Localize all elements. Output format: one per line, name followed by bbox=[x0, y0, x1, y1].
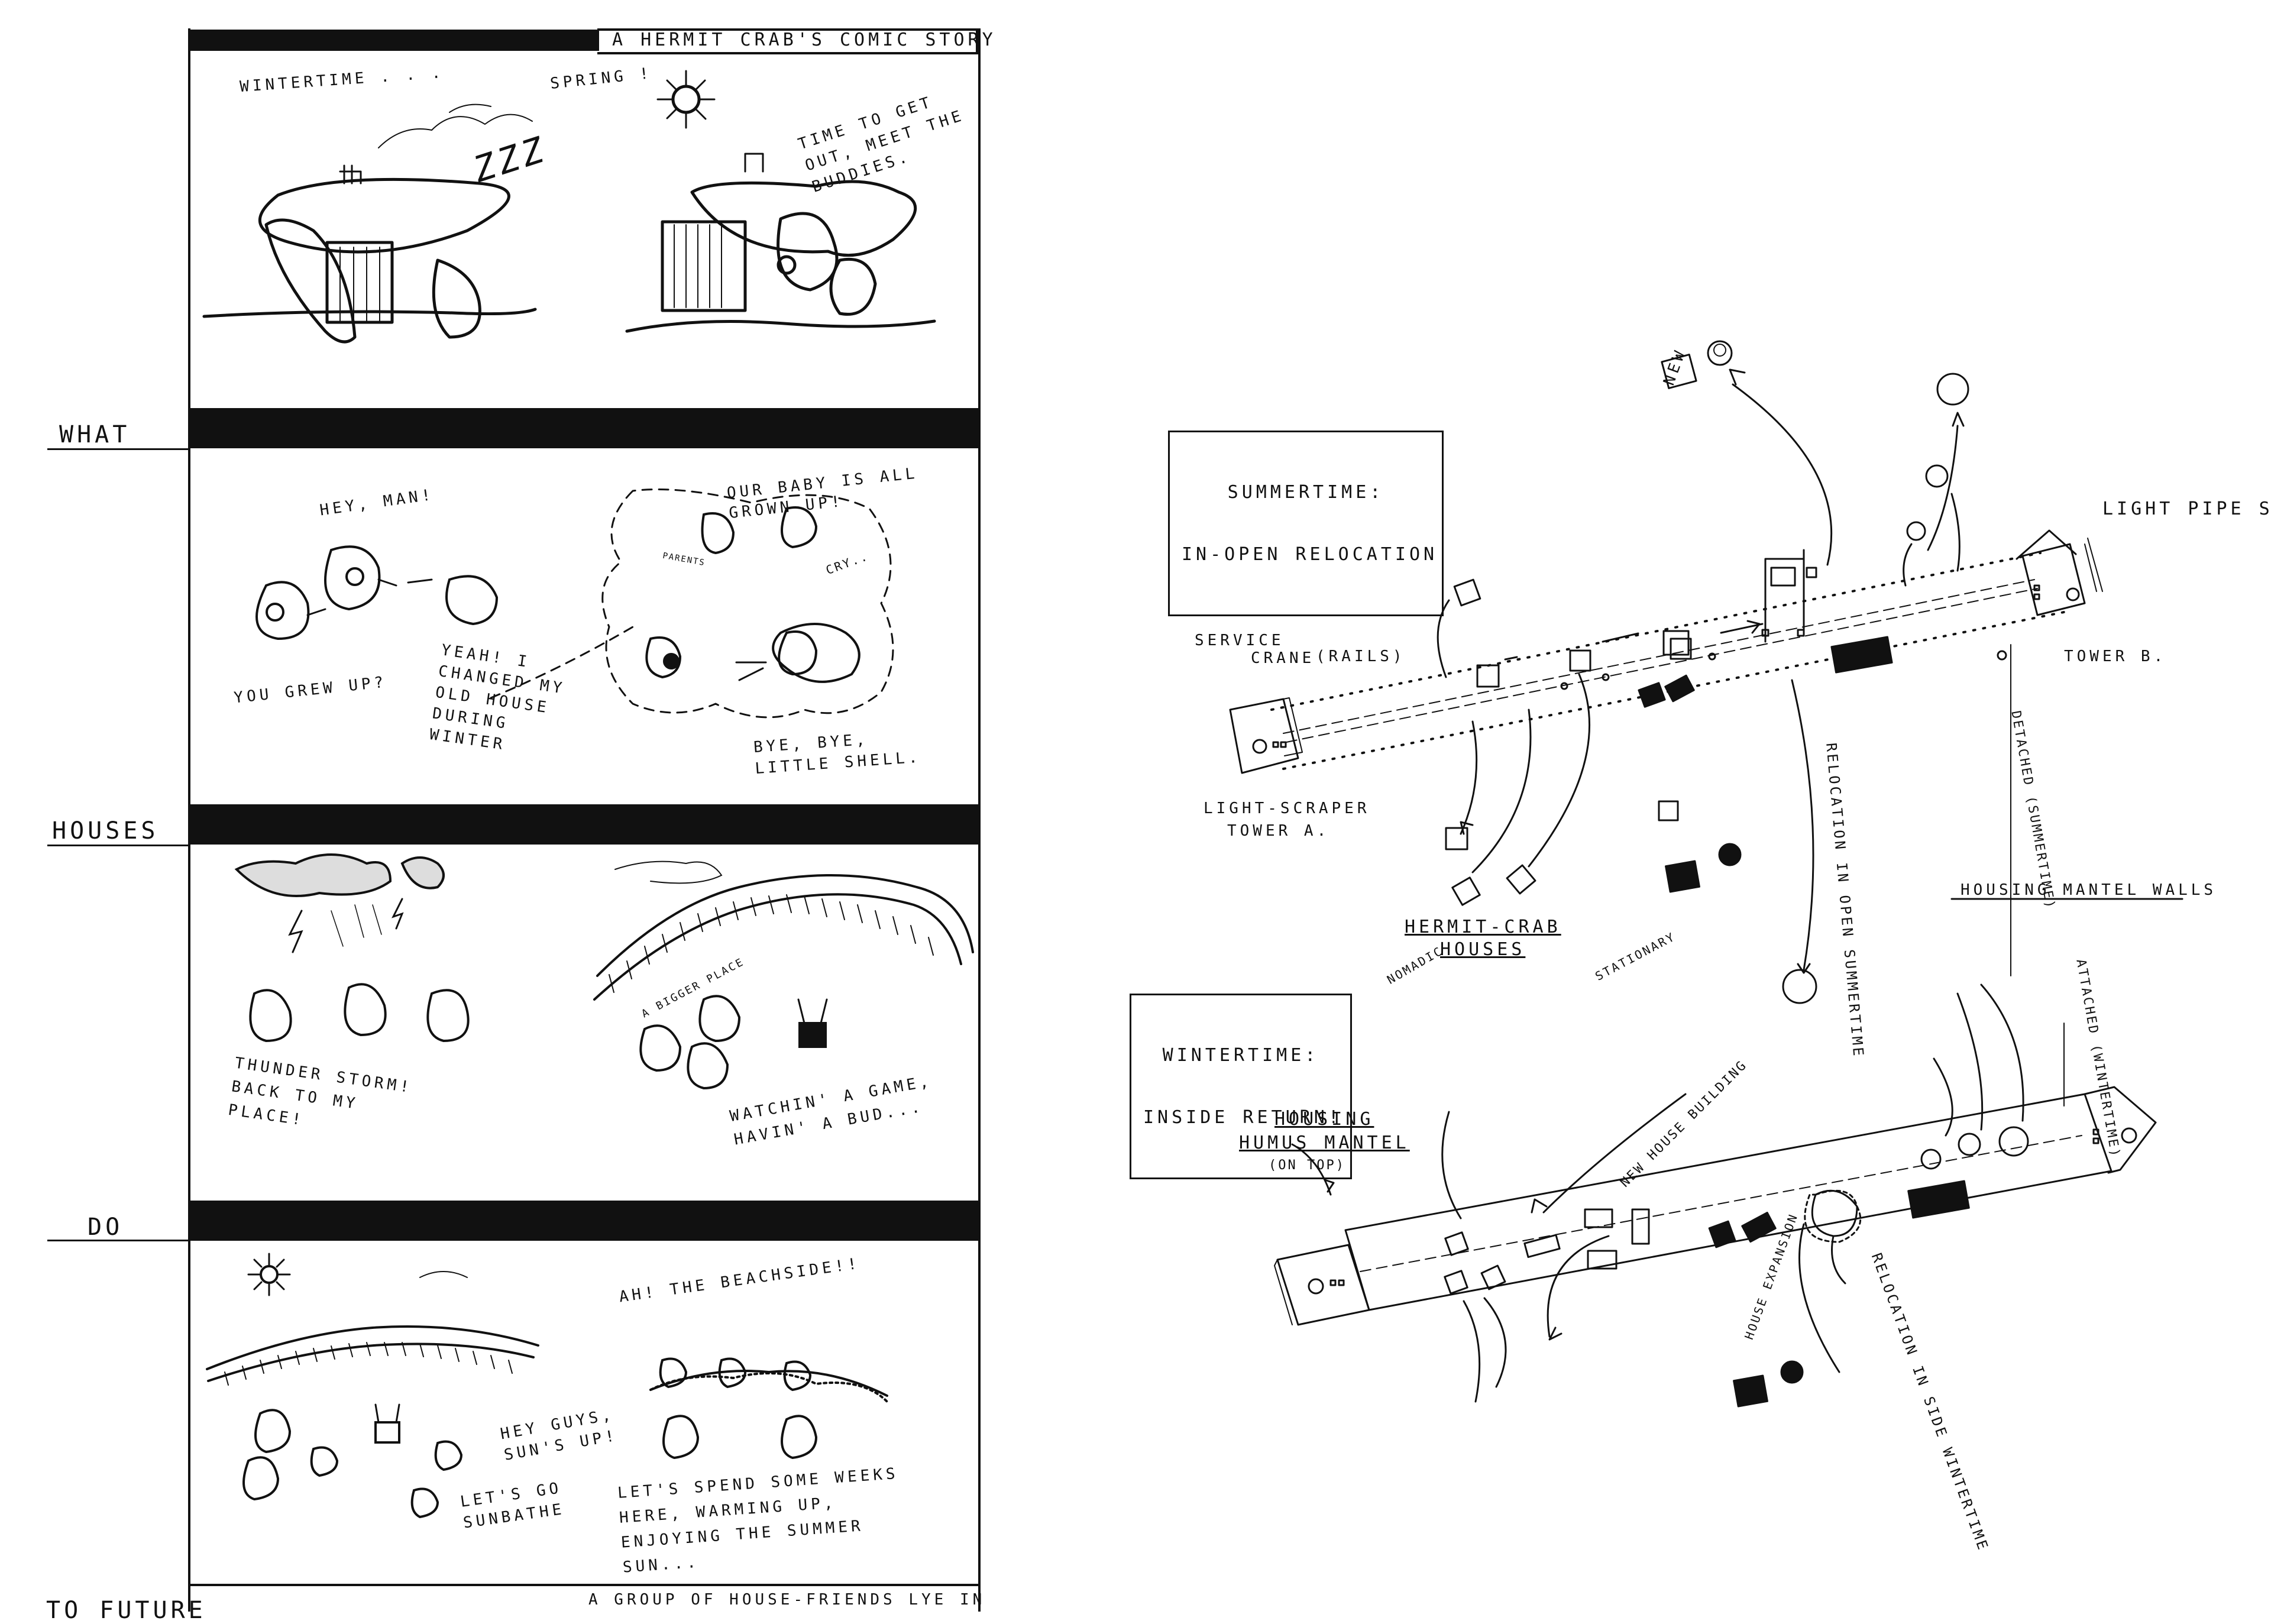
service-label: SERVICE bbox=[1195, 632, 1285, 649]
tower-a-line2: TOWER A. bbox=[1227, 822, 1330, 840]
housing-humus-line3: (ON TOP) bbox=[1269, 1158, 1345, 1173]
section-label-houses: HOUSES bbox=[52, 817, 159, 845]
section-rule-do bbox=[47, 1240, 189, 1241]
bottom-line bbox=[188, 1584, 981, 1586]
summertime-subtitle: IN-OPEN RELOCATION bbox=[1182, 544, 1438, 565]
light-pipe-shaft-label: LIGHT PIPE SHAFT bbox=[2102, 499, 2271, 519]
summertime-title: SUMMERTIME: bbox=[1227, 482, 1384, 503]
attached-label: ATTACHED (WINTERTIME) bbox=[2073, 958, 2123, 1160]
section-rule-houses bbox=[47, 845, 189, 846]
section-label-what: WHAT bbox=[59, 421, 131, 448]
changed-house-text: YEAH! I CHANGED MY OLD HOUSE DURING WINT… bbox=[428, 641, 567, 754]
hermit-crab-houses-line1: HERMIT-CRAB bbox=[1405, 917, 1561, 937]
divider-bar-do bbox=[188, 1201, 981, 1241]
housing-mantel-walls-label: HOUSING MANTEL WALLS bbox=[1961, 881, 2217, 899]
wintertime-label-box: WINTERTIME: INSIDE RETURN! bbox=[1130, 994, 1352, 1179]
section-label-to-future: TO FUTURE bbox=[46, 1597, 206, 1624]
hermit-crab-houses-line2: HOUSES bbox=[1440, 939, 1526, 960]
wintertime-subtitle: INSIDE RETURN! bbox=[1143, 1107, 1342, 1128]
tower-a-line1: LIGHT-SCRAPER bbox=[1204, 800, 1370, 817]
nomadic-label: NOMADIC bbox=[1384, 943, 1446, 987]
relocation-winter-label: RELOCATION IN SIDE WINTERTIME bbox=[1868, 1251, 1992, 1554]
divider-bar-what bbox=[188, 408, 981, 448]
section-label-do: DO bbox=[88, 1214, 124, 1241]
housing-humus-line1: HOUSING bbox=[1274, 1109, 1374, 1130]
house-expansion-label: HOUSE EXPANSION bbox=[1742, 1211, 1801, 1342]
summertime-label-box: SUMMERTIME: IN-OPEN RELOCATION bbox=[1168, 431, 1444, 616]
housing-humus-line2: HUMUS MANTEL bbox=[1239, 1133, 1410, 1153]
new-house-building-label: NEW HOUSE BUILDING bbox=[1617, 1057, 1751, 1190]
title-box bbox=[597, 28, 978, 54]
comic-title: A HERMIT CRAB'S COMIC STORY bbox=[612, 30, 997, 50]
rails-label: (RAILS) bbox=[1316, 648, 1406, 665]
crane-label: CRANE bbox=[1251, 649, 1315, 667]
new-label: NEW bbox=[1660, 345, 1690, 388]
section-rule-what bbox=[47, 448, 189, 450]
footer-caption: A GROUP OF HOUSE-FRIENDS LYE IN bbox=[588, 1591, 986, 1609]
relocation-open-label: RELOCATION IN OPEN SUMMERTIME bbox=[1823, 742, 1867, 1059]
wintertime-title: WINTERTIME: bbox=[1162, 1045, 1319, 1066]
tower-b-label: TOWER B. bbox=[2064, 648, 2167, 665]
stationary-label: STATIONARY bbox=[1593, 929, 1678, 984]
title-bar bbox=[188, 30, 599, 51]
divider-bar-houses bbox=[188, 804, 981, 845]
